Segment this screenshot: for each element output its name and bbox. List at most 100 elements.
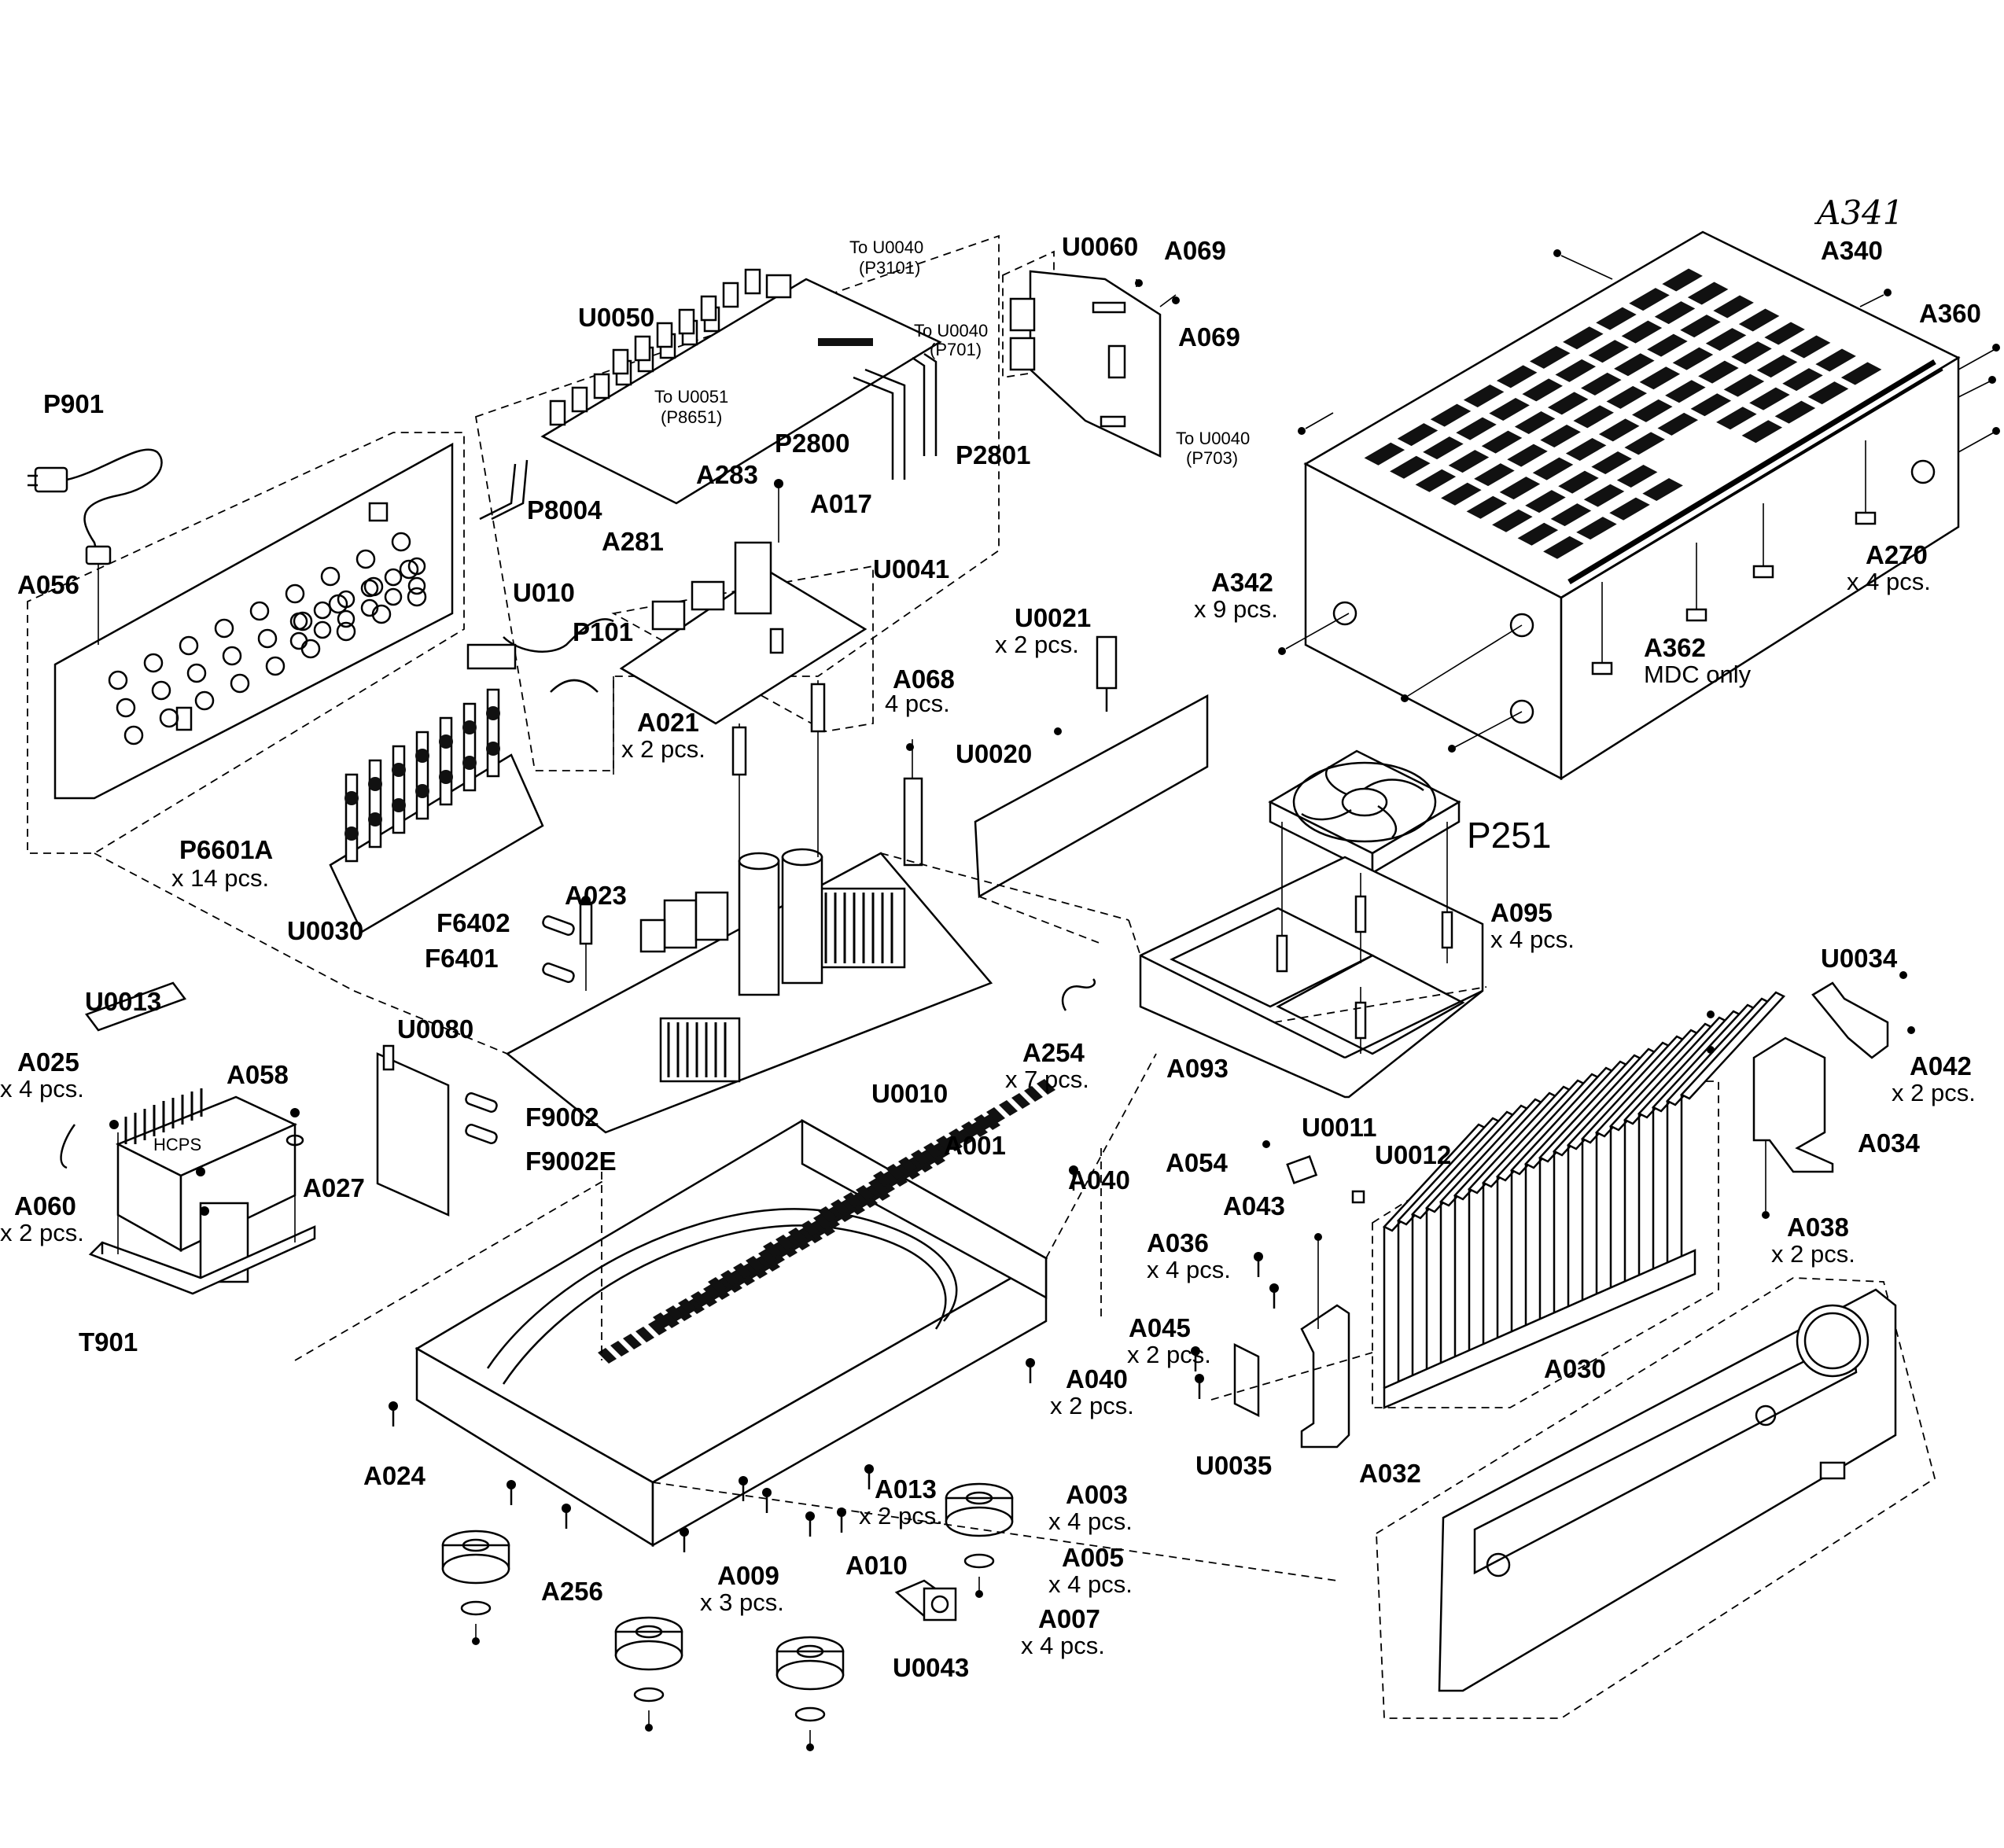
rca-jack [143, 653, 164, 673]
label-u0041: U0041 [873, 554, 949, 583]
rca-jack [222, 646, 242, 666]
vent-slot [1530, 345, 1571, 369]
input-jack [722, 282, 739, 308]
label-p3101: (P3101) [859, 258, 920, 278]
transformer-t901: HCPS [60, 981, 316, 1295]
rca-jack [337, 609, 355, 628]
vent-slot [831, 1199, 849, 1215]
vent-slot [1698, 360, 1739, 384]
rca-jack [355, 549, 376, 569]
binding-post [439, 716, 453, 806]
chassis-vent-slots [598, 1079, 1055, 1364]
vent-slot [1573, 405, 1614, 429]
vent-slot [610, 1341, 629, 1357]
input-jack [612, 348, 629, 375]
rca-jack [407, 557, 426, 576]
vent-slot [1687, 282, 1729, 305]
screw-head [739, 1476, 748, 1485]
label-a017: A017 [810, 489, 872, 518]
board-u0080 [376, 1044, 450, 1217]
vent-slot [851, 1192, 870, 1208]
binding-post-knob [344, 791, 359, 805]
vent-slot [1647, 333, 1688, 357]
rca-jack [214, 618, 234, 639]
vent-slot [936, 1136, 955, 1151]
vent-slot [809, 1220, 827, 1236]
vent-slot [728, 1270, 747, 1286]
binding-post-knob [368, 777, 382, 791]
rca-jack [249, 601, 270, 621]
vent-slot [1738, 308, 1780, 332]
screw-head [837, 1507, 846, 1517]
label-a362-note: MDC only [1644, 661, 1752, 688]
label-a341: A341 [1814, 193, 1904, 232]
input-jack [678, 308, 695, 335]
label-a036-qty: x 4 pcs. [1147, 1256, 1231, 1283]
rear-panel-jacks [108, 502, 427, 745]
input-jack [593, 373, 610, 399]
vent-slot [1606, 385, 1648, 409]
binding-post [462, 702, 477, 792]
foot-center [462, 1538, 490, 1552]
label-f9002e: F9002E [525, 1147, 617, 1176]
binding-post [415, 731, 429, 820]
input-jack [634, 335, 651, 362]
label-u0035: U0035 [1195, 1451, 1272, 1480]
vent-slot [1514, 411, 1556, 435]
vent-slot [1481, 430, 1523, 454]
vent-slot [635, 1327, 654, 1342]
label-u0010: U0010 [871, 1079, 948, 1108]
bracket-a032 [1233, 1140, 1350, 1449]
label-a270-qty: x 4 pcs. [1847, 568, 1931, 595]
rca-jack [151, 680, 171, 701]
power-cord-p901 [28, 448, 163, 645]
label-u0060: U0060 [1062, 232, 1138, 261]
label-p901: P901 [43, 389, 104, 418]
rca-jack [230, 673, 250, 694]
screw-head [1026, 1358, 1035, 1368]
rca-jack [257, 628, 278, 649]
vent-slot [1456, 417, 1497, 440]
vent-slot [801, 1220, 820, 1236]
fin [1679, 991, 1786, 1100]
binding-post-knob [392, 763, 406, 777]
vent-slot [763, 1242, 782, 1257]
vent-slot [881, 1171, 900, 1187]
label-u0021: U0021 [1015, 603, 1091, 632]
vent-slot [648, 1320, 667, 1335]
vent-slot [982, 1114, 1000, 1130]
foot-screw-head [975, 1590, 983, 1598]
vent-slot [818, 1206, 837, 1222]
vent-slot [1723, 374, 1765, 397]
label-a045: A045 [1129, 1313, 1191, 1342]
vent-slot [1596, 307, 1637, 330]
label-a069-2: A069 [1178, 322, 1240, 352]
cover-feet-a270 [1591, 440, 1877, 676]
label-a025: A025 [17, 1047, 79, 1077]
screw-head [1069, 1165, 1078, 1175]
vent-slot [746, 1256, 764, 1272]
label-u0030: U0030 [287, 916, 363, 945]
rca-jack [108, 670, 128, 690]
rca-jack [337, 590, 355, 609]
part-labels: A341 A340 A360 U0060 A069 A069 To U0040 … [0, 193, 1981, 1682]
rca-jack [336, 621, 356, 642]
label-a042: A042 [1910, 1051, 1972, 1080]
label-a342-qty: x 9 pcs. [1194, 595, 1278, 623]
label-a003: A003 [1066, 1480, 1128, 1509]
cover-vent-slots [1364, 268, 1882, 559]
heatsink-a030 [1372, 991, 1786, 1409]
label-u0034: U0034 [1821, 944, 1898, 973]
vent-slot [1390, 455, 1431, 479]
vent-slot [949, 1128, 967, 1144]
label-to-u0051: To U0051 [654, 387, 728, 407]
vent-slot [893, 1164, 912, 1180]
screw-head [805, 1511, 815, 1521]
vent-slot [1588, 340, 1630, 363]
front-panel [1376, 1277, 1936, 1719]
label-p8004: P8004 [527, 495, 602, 525]
label-u0021-qty: x 2 pcs. [995, 631, 1079, 658]
label-p8651: (P8651) [661, 407, 722, 427]
label-u0043: U0043 [893, 1653, 969, 1682]
vent-slot [1789, 335, 1831, 359]
